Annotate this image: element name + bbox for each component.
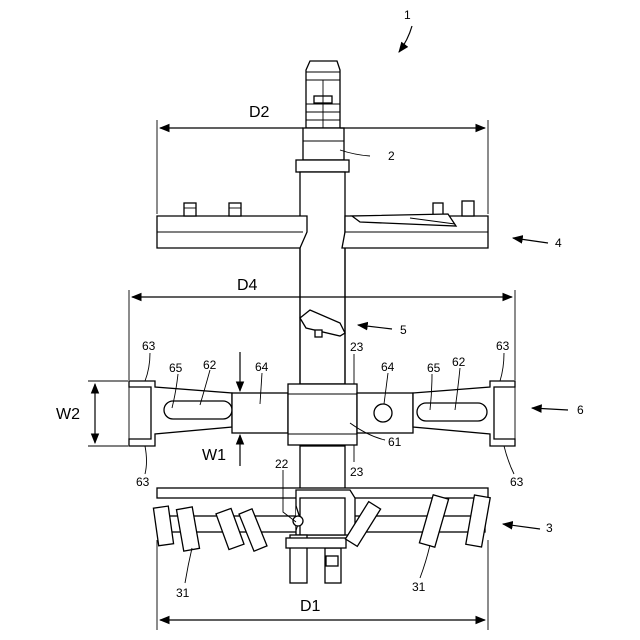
shaft-body [300, 172, 345, 384]
label-slot-mark-right: 65 [427, 361, 441, 375]
label-shaft: 2 [388, 149, 395, 163]
hole-right [374, 404, 392, 422]
dimension-d1: D1 [157, 540, 488, 630]
dim-w2: W2 [56, 406, 80, 423]
assembly-pointer: 1 [399, 8, 412, 52]
label-upper-plate: 4 [555, 236, 562, 250]
label-middle-bar: 6 [577, 403, 584, 417]
label-slot-mark-left: 65 [169, 361, 183, 375]
label-assembly: 1 [404, 8, 411, 22]
dim-w1: W1 [202, 447, 226, 464]
label-slot-left: 62 [203, 358, 217, 372]
dim-d1: D1 [300, 598, 321, 615]
shaft-collar [303, 128, 344, 160]
label-slot-right: 62 [452, 355, 466, 369]
label-hole-right: 64 [381, 360, 395, 374]
label-blade-right: 31 [412, 580, 426, 594]
label-hub: 61 [388, 435, 402, 449]
label-pin: 22 [275, 457, 289, 471]
shaft-ring [296, 160, 349, 172]
label-blade-left: 31 [176, 586, 190, 600]
label-corner-tl: 63 [142, 339, 156, 353]
label-fastener: 5 [400, 323, 407, 337]
blade-r3 [466, 495, 490, 547]
label-hole-left: 64 [255, 360, 269, 374]
label-corner-tr: 63 [496, 339, 510, 353]
label-lower-rotor: 3 [546, 521, 553, 535]
slot-left [164, 401, 232, 419]
label-hub-top: 23 [350, 340, 364, 354]
hub [288, 384, 357, 445]
dim-d4: D4 [237, 277, 258, 294]
label-corner-bl: 63 [136, 475, 150, 489]
blade-l2 [176, 507, 199, 551]
label-corner-br: 63 [510, 475, 524, 489]
blade-l1 [153, 506, 173, 546]
label-hub-bottom: 23 [350, 465, 364, 479]
slot-right [417, 403, 487, 421]
lower-rotor [153, 488, 490, 583]
dimension-w2: W2 [56, 381, 128, 446]
dim-d2: D2 [249, 104, 270, 121]
